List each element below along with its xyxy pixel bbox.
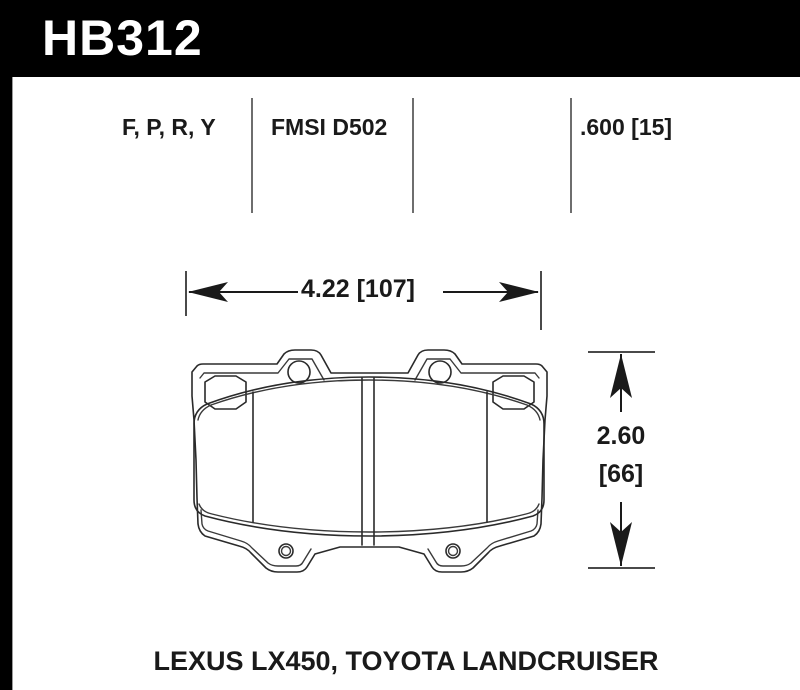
header-band	[0, 0, 800, 77]
height-dimension-inches: 2.60	[596, 422, 646, 450]
bottom-hole-left	[278, 543, 294, 559]
top-ear-holes	[287, 360, 452, 384]
plate-bevel-bottom-left	[200, 509, 312, 567]
plate-bevel-bottom-right	[427, 509, 539, 567]
bottom-hole-left-inner	[280, 545, 292, 557]
friction-material-top-arc	[197, 379, 541, 421]
backing-plate-outline	[191, 349, 548, 573]
plate-bevel-top-left	[199, 358, 325, 381]
width-dimension-label: 4.22 [107]	[301, 275, 415, 303]
width-dimension-group	[185, 271, 542, 330]
height-dimension-label: 2.60 [66]	[585, 417, 657, 493]
page-title: HB312	[42, 10, 203, 66]
bottom-hole-right	[445, 543, 461, 559]
octagon-cutout-left	[204, 375, 247, 410]
left-border-hairline	[12, 77, 13, 690]
width-arrow-right-icon	[499, 282, 539, 302]
spec-divider-3	[570, 98, 572, 213]
friction-material-bottom-arc	[198, 503, 540, 533]
width-arrow-left-icon	[188, 282, 228, 302]
backing-plate-path	[191, 349, 548, 573]
left-border-strip	[0, 77, 12, 690]
bottom-hole-right-inner	[447, 545, 459, 557]
compound-codes: F, P, R, Y	[122, 114, 216, 140]
thickness-value: .600 [15]	[580, 114, 673, 140]
plate-bevel-top-right	[414, 358, 540, 381]
fmsi-number: FMSI D502	[271, 114, 388, 140]
bottom-tab-holes	[278, 543, 461, 559]
height-arrow-up-icon	[610, 354, 632, 398]
spec-divider-1	[251, 98, 253, 213]
top-hole-left	[287, 360, 311, 384]
height-dimension-group	[588, 351, 655, 569]
height-dimension-mm: [66]	[598, 460, 644, 488]
height-arrow-down-icon	[610, 522, 632, 566]
top-hole-right	[428, 360, 452, 384]
octagon-cutout-right	[492, 375, 535, 410]
spec-divider-2	[412, 98, 414, 213]
friction-material	[193, 376, 545, 546]
friction-material-path	[193, 376, 545, 537]
vehicle-application-caption: LEXUS LX450, TOYOTA LANDCRUISER	[153, 646, 659, 676]
